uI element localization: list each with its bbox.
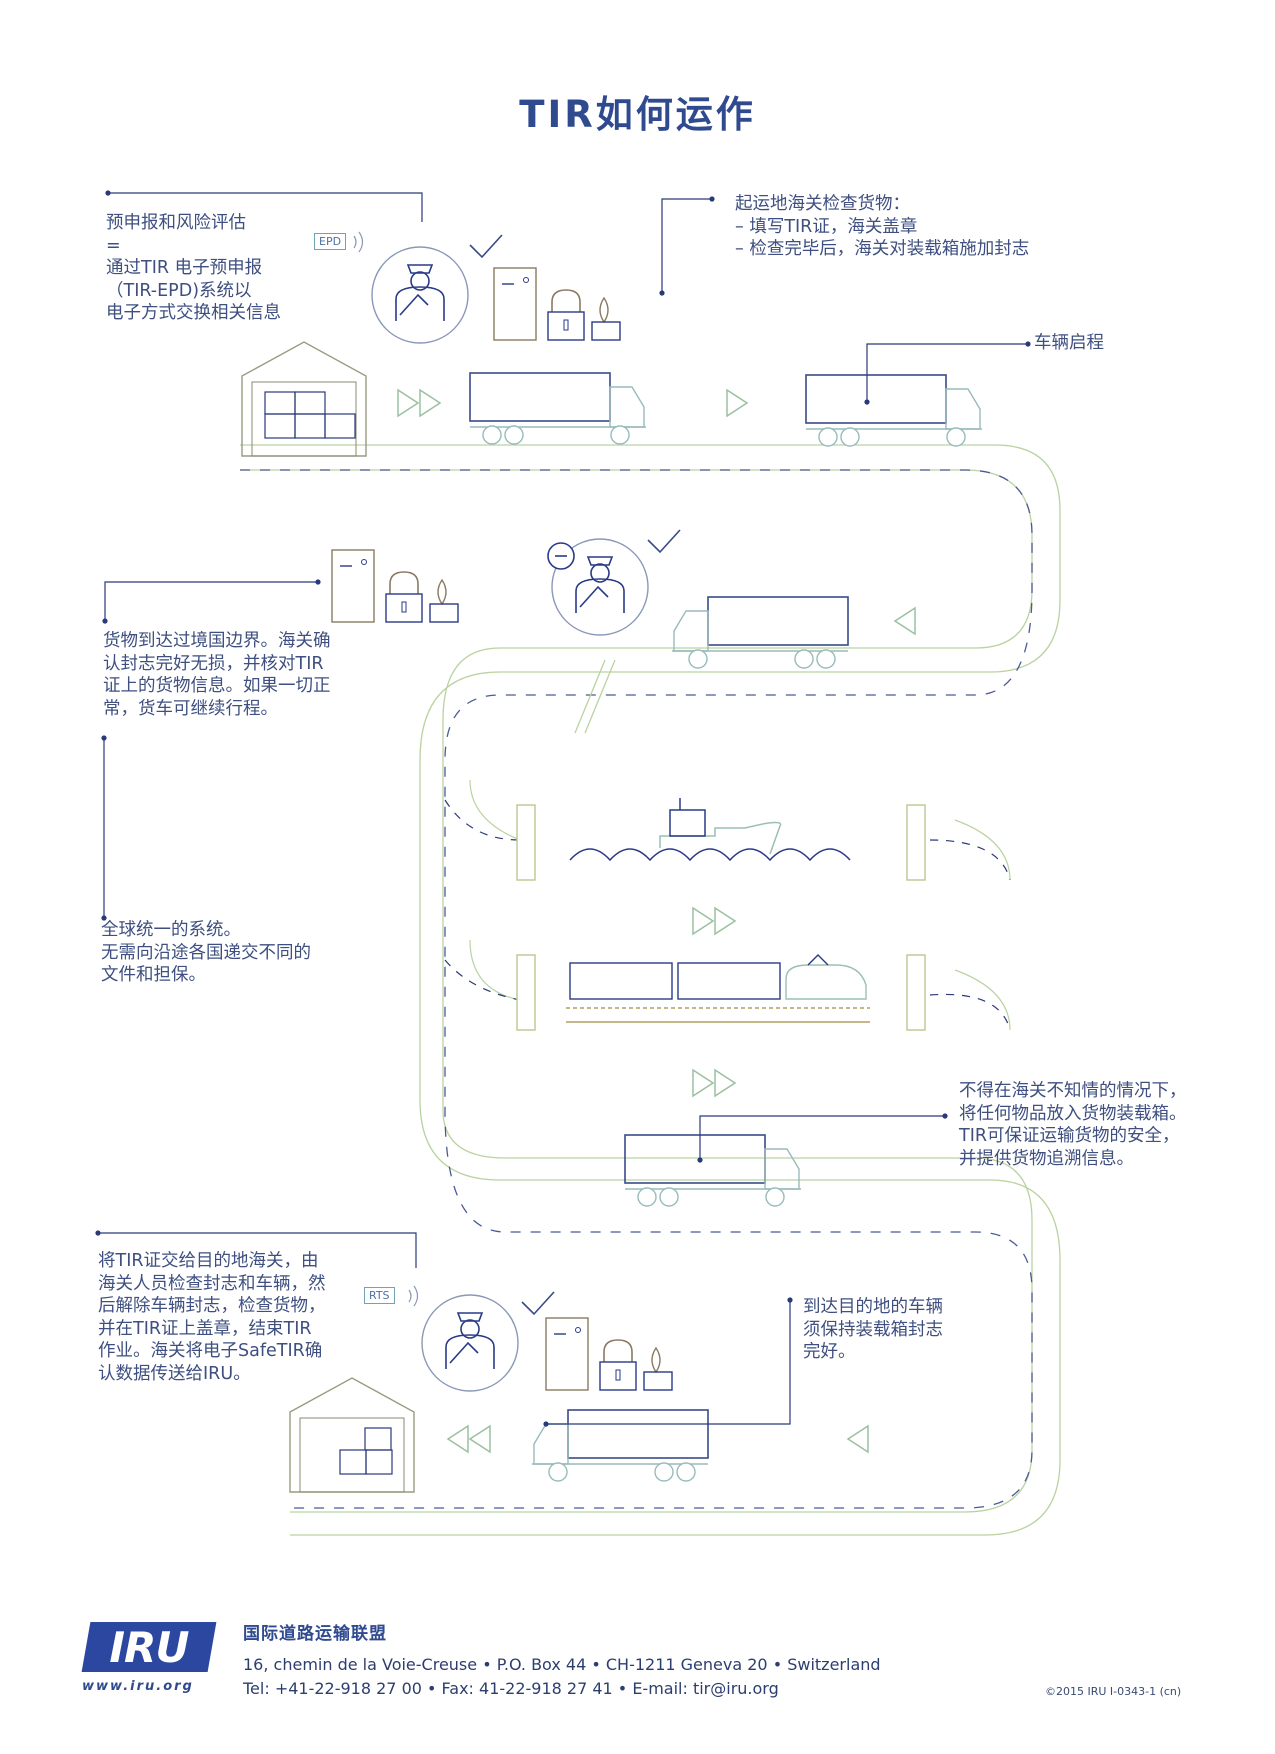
iru-logo[interactable]: IRU [81,1622,217,1672]
note-destination-customs: 将TIR证交给目的地海关，由 海关人员检查封志和车辆，然 后解除车辆封志，检查货… [98,1251,326,1384]
contact-info: Tel: +41-22-918 27 00 • Fax: 41-22-918 2… [243,1679,779,1698]
back-icon [893,606,916,636]
note-global-system: 全球统一的系统。 无需向沿途各国递交不同的 文件和担保。 [101,920,311,985]
copyright: ©2015 IRU I-0343-1 (cn) [1045,1685,1182,1698]
website-link[interactable]: www.iru.org [82,1679,194,1694]
note-vehicle-departs: 车辆启程 [1034,333,1104,353]
epd-icon: EPD [314,233,347,250]
note-security: 不得在海关不知情的情况下， 将任何物品放入货物装载箱。 TIR可保证运输货物的安… [959,1081,1187,1169]
document-icon [493,267,621,341]
note-departure-customs: 起运地海关检查货物： – 填写TIR证，海关盖章 – 检查完毕后，海关对装载箱施… [735,194,1030,259]
note-pre-declaration: 预申报和风险评估 = 通过TIR 电子预申报 （TIR-EPD)系统以 电子方式… [106,213,281,323]
note-border: 货物到达过境国边界。海关确 认封志完好无损，并核对TIR 证上的货物信息。如果一… [103,631,331,719]
page-title: TIR如何运作 [519,93,756,136]
checkmark-icon [469,234,503,259]
train-icon [566,954,870,1023]
customs-officer-icon [371,246,469,344]
ship-icon [569,798,851,862]
address: 16, chemin de la Voie-Creuse • P.O. Box … [243,1655,881,1674]
truck-icon [469,372,647,445]
note-arrival: 到达目的地的车辆 须保持装载箱封志 完好。 [803,1297,943,1362]
play-icon [726,388,749,418]
org-name: 国际道路运输联盟 [243,1624,387,1644]
rts-icon: RTS [364,1287,395,1304]
fast-forward-icon [397,388,442,418]
